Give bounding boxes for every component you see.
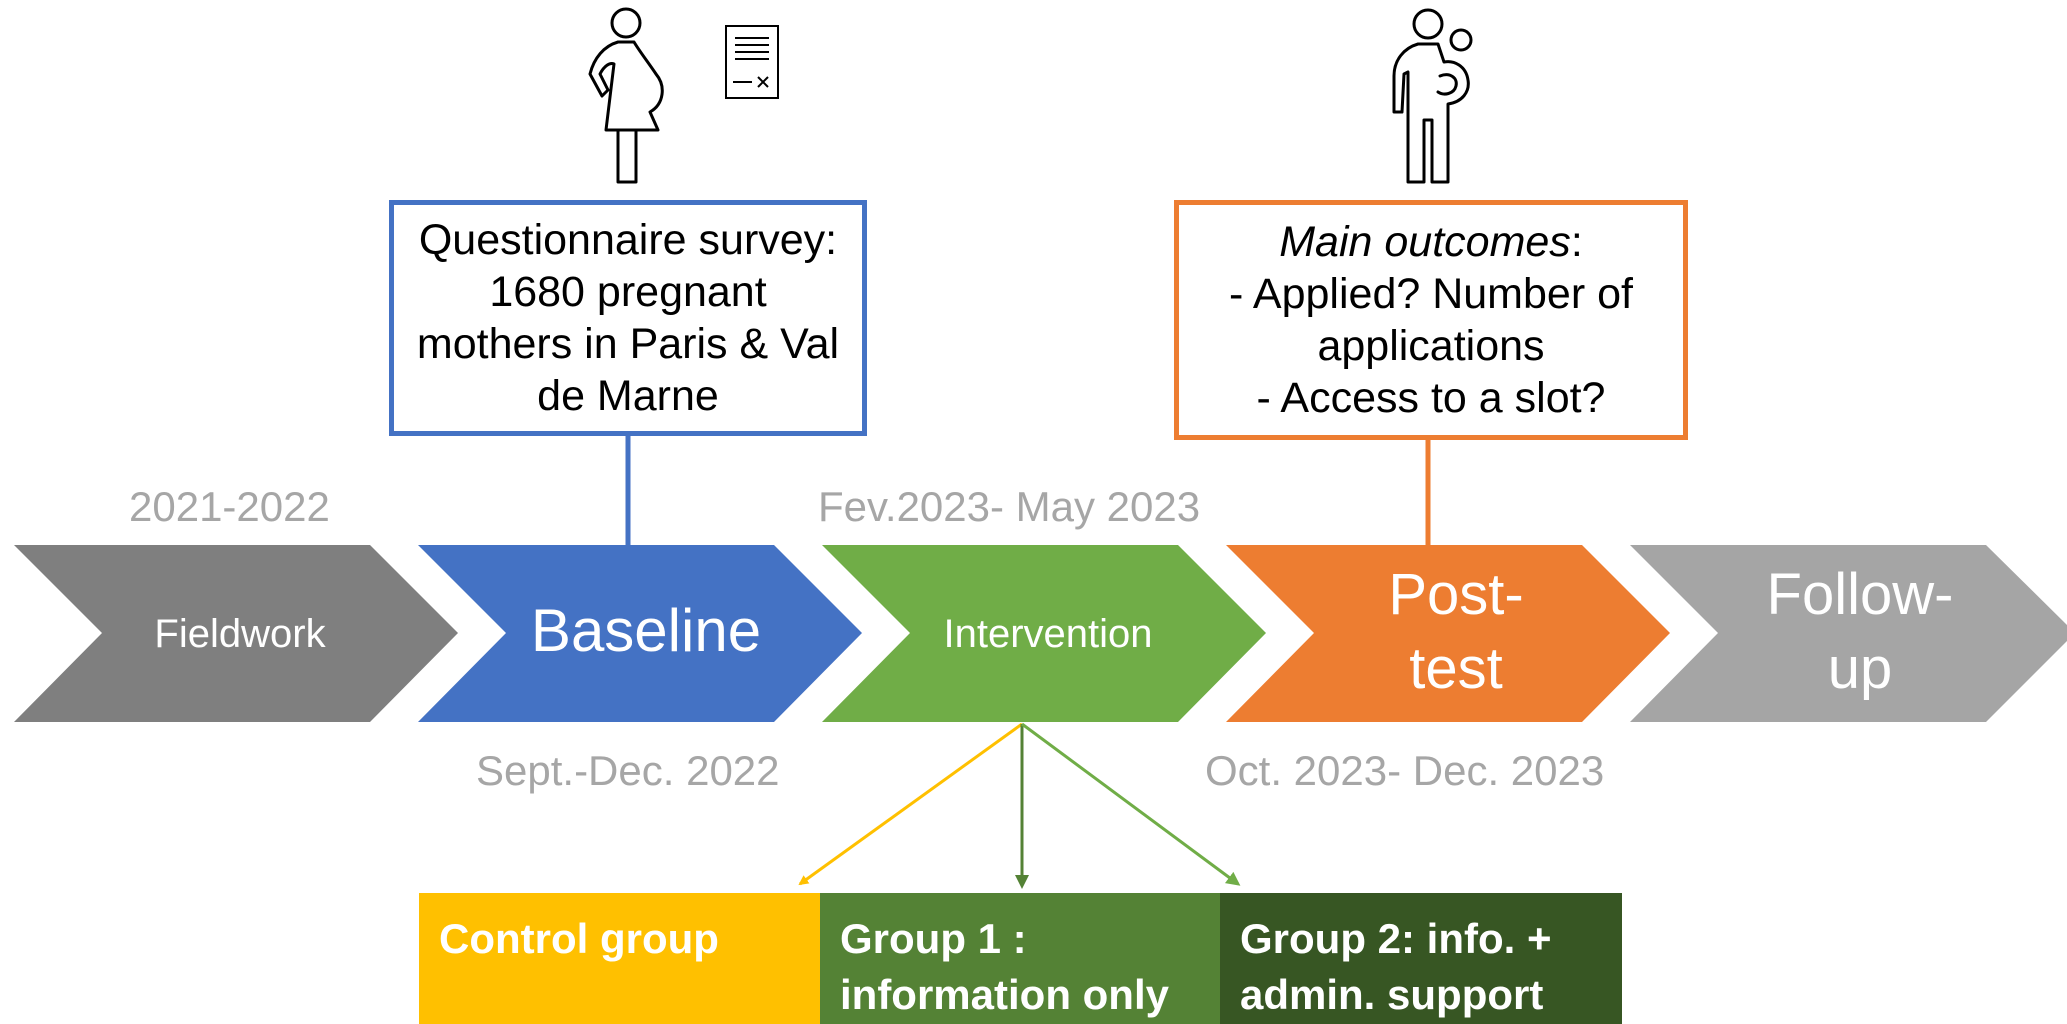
followup-label-line2: up — [1828, 636, 1893, 701]
baseline-chevron — [418, 545, 862, 722]
main-outcomes-box: Main outcomes: - Applied? Number of appl… — [1174, 200, 1688, 440]
baseline-date: Sept.-Dec. 2022 — [476, 747, 780, 794]
fieldwork-date: 2021-2022 — [129, 483, 330, 530]
baseline-box-line: mothers in Paris & Val — [416, 320, 840, 368]
outcomes-title: Main outcomes: — [1279, 216, 1583, 268]
parent-with-child-icon — [1392, 8, 1473, 184]
pregnant-woman-icon — [588, 7, 664, 184]
posttest-chevron — [1226, 545, 1670, 722]
outcomes-line: - Access to a slot? — [1256, 374, 1606, 422]
baseline-survey-box: Questionnaire survey: 1680 pregnant moth… — [389, 200, 867, 436]
posttest-date: Oct. 2023- Dec. 2023 — [1205, 747, 1605, 794]
group2-label-line2: admin. support — [1240, 971, 1544, 1018]
intervention-chevron — [822, 545, 1266, 722]
arrow-to-control — [798, 722, 1023, 886]
outcomes-line: applications — [1317, 322, 1545, 370]
intervention-date: Fev.2023- May 2023 — [818, 483, 1201, 530]
intervention-label: Intervention — [943, 612, 1152, 656]
fieldwork-label: Fieldwork — [154, 612, 326, 656]
control-group-label: Control group — [439, 915, 719, 962]
baseline-box-line: Questionnaire survey: — [418, 216, 838, 264]
baseline-label: Baseline — [531, 597, 761, 664]
posttest-label-line1: Post- — [1388, 562, 1523, 627]
group2-label-line1: Group 2: info. + — [1240, 915, 1552, 962]
signed-document-icon — [725, 25, 779, 99]
control-group-box: Control group — [419, 893, 821, 1024]
fieldwork-chevron — [14, 545, 458, 722]
followup-label-line1: Follow- — [1767, 562, 1954, 627]
outcomes-title-suffix: : — [1570, 218, 1583, 266]
group1-label-line2: information only — [840, 971, 1169, 1018]
group2-box: Group 2: info. + admin. support — [1220, 893, 1622, 1024]
baseline-box-line: de Marne — [537, 372, 719, 420]
group1-label-line1: Group 1 : — [840, 915, 1027, 962]
arrow-to-group2 — [1021, 722, 1241, 886]
posttest-label-line2: test — [1409, 636, 1503, 701]
baseline-box-line: 1680 pregnant — [489, 268, 767, 316]
outcomes-title-italic: Main outcomes — [1279, 218, 1571, 266]
outcomes-line: - Applied? Number of — [1229, 270, 1633, 318]
group1-box: Group 1 : information only — [820, 893, 1222, 1024]
followup-chevron — [1630, 545, 2067, 722]
